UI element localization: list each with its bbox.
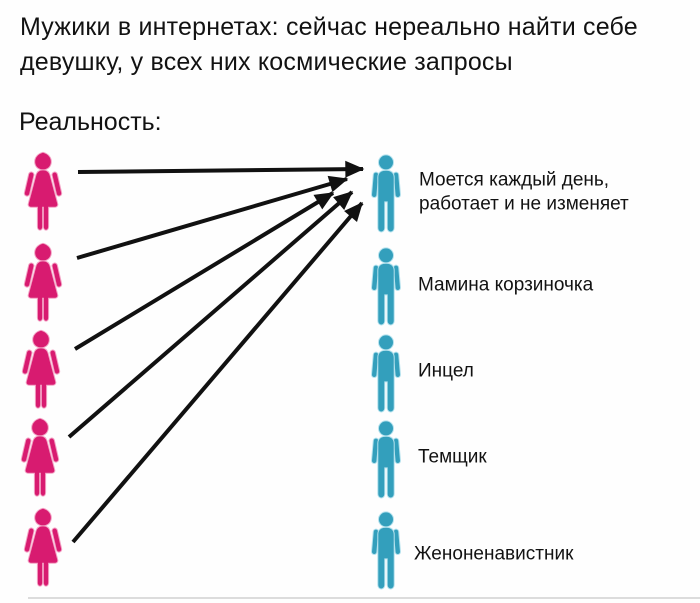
man-4-label: Темщик bbox=[418, 446, 487, 468]
woman-5-woman-icon bbox=[23, 507, 63, 587]
man-4-man-icon bbox=[370, 420, 402, 499]
women-column bbox=[20, 151, 63, 587]
man-5-man-icon bbox=[370, 511, 402, 590]
arrow-woman-2-to-man-1 bbox=[76, 175, 349, 260]
page-title: Мужики в интернетах: сейчас нереально на… bbox=[20, 13, 638, 76]
man-3-man-icon bbox=[370, 334, 402, 413]
arrow-woman-5-to-man-1 bbox=[71, 201, 364, 544]
arrow-woman-3-to-man-1 bbox=[73, 191, 335, 351]
arrow-woman-1-to-man-1 bbox=[77, 160, 365, 178]
woman-3-woman-icon bbox=[21, 329, 61, 409]
arrows-layer bbox=[67, 160, 365, 544]
man-2-label: Мамина корзиночка bbox=[418, 274, 594, 296]
man-1-man-icon bbox=[370, 154, 402, 233]
woman-4-woman-icon bbox=[20, 417, 60, 497]
woman-1-woman-icon bbox=[23, 151, 63, 231]
man-5-label: Женоненавистник bbox=[414, 543, 574, 565]
man-3-label: Инцел bbox=[418, 360, 474, 382]
bottom-divider bbox=[28, 597, 700, 599]
arrow-woman-4-to-man-1 bbox=[67, 190, 354, 439]
man-1-label: Моется каждый день, работает и не изменя… bbox=[419, 169, 629, 215]
reality-heading: Реальность: bbox=[19, 108, 162, 136]
woman-2-woman-icon bbox=[23, 242, 63, 322]
men-column bbox=[370, 154, 402, 590]
man-2-man-icon bbox=[370, 247, 402, 326]
